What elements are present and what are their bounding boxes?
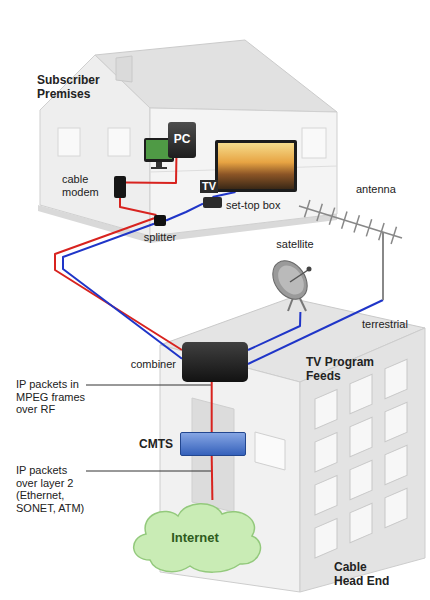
node-label: Cable Head End xyxy=(334,561,396,589)
tv-screen: TV xyxy=(215,140,297,192)
antenna-element xyxy=(354,215,359,232)
antenna-element xyxy=(342,212,347,229)
cable-connector xyxy=(55,218,182,358)
node-label: antenna xyxy=(356,183,396,196)
house-chimney xyxy=(116,56,132,82)
building-window xyxy=(385,402,407,442)
cable-connector xyxy=(248,312,300,350)
building-window xyxy=(315,475,337,515)
house-window xyxy=(58,128,80,156)
cable-line xyxy=(248,312,300,350)
cable-line xyxy=(63,224,182,359)
leader-line xyxy=(86,385,211,386)
dish-inner xyxy=(273,261,309,300)
cable-connector xyxy=(126,158,176,183)
node-label: set-top box xyxy=(226,199,280,212)
dish-arm xyxy=(290,270,308,282)
edge-label: terrestrial xyxy=(362,318,408,331)
house-window xyxy=(108,128,130,156)
node-label: splitter xyxy=(138,231,182,244)
building-window xyxy=(350,460,372,500)
building-window xyxy=(385,445,407,485)
building-window xyxy=(385,488,407,528)
antenna-mast xyxy=(382,232,384,300)
splitter: splitter xyxy=(154,215,166,226)
building-window xyxy=(350,503,372,543)
cable-connector xyxy=(166,204,203,221)
set-top-box: set-top box xyxy=(203,197,222,208)
antenna-element xyxy=(305,200,310,217)
antenna-boom xyxy=(299,206,402,238)
building-window xyxy=(350,374,372,414)
cable-connector xyxy=(213,192,236,197)
building-right-face xyxy=(300,328,425,592)
cable-line xyxy=(248,300,383,364)
node-label: satellite xyxy=(262,238,328,251)
free-label: TV Program Feeds xyxy=(306,356,380,384)
node-label: CMTS xyxy=(119,438,173,452)
building-window xyxy=(315,432,337,472)
cable-line xyxy=(211,456,214,500)
premises-house: Subscriber PremisesPC TV cable modem set-to… xyxy=(25,25,345,255)
cmts: CMTS xyxy=(180,432,246,456)
cable-line xyxy=(211,382,213,432)
antenna-element xyxy=(366,219,371,236)
leader-line xyxy=(86,471,211,472)
cable-connector xyxy=(211,382,212,432)
node-label: combiner xyxy=(110,358,176,371)
combiner: combiner xyxy=(182,342,248,382)
house-long-wall xyxy=(150,108,337,236)
node-label: cable modem xyxy=(62,173,110,198)
building-window xyxy=(315,389,337,429)
cable-modem: cable modem xyxy=(114,176,126,198)
cable-connector xyxy=(211,456,213,500)
node-label: Subscriber Premises xyxy=(37,74,115,102)
cable-line xyxy=(126,158,176,183)
building-window xyxy=(315,518,337,558)
internet-cloud: Internet xyxy=(128,500,262,575)
antenna-element xyxy=(391,227,396,244)
node-label: TV xyxy=(200,180,218,193)
antenna-frame xyxy=(299,200,402,300)
building-window xyxy=(255,432,285,470)
antenna-element xyxy=(317,204,322,221)
cable-line xyxy=(166,204,203,221)
antenna-element xyxy=(329,208,334,225)
building-windows xyxy=(315,359,407,558)
cable-line xyxy=(213,192,236,197)
house-window xyxy=(302,128,326,158)
pc-monitor-stand xyxy=(156,162,162,167)
dish-feed xyxy=(307,267,312,272)
cable-line xyxy=(55,218,182,350)
cable-line xyxy=(120,198,156,215)
building-window xyxy=(350,417,372,457)
edge-label: IP packets over layer 2 (Ethernet, SONET… xyxy=(16,464,86,515)
pc-tower: PC xyxy=(168,122,196,158)
satellite-outline xyxy=(268,258,322,312)
pc-monitor-base xyxy=(151,167,167,169)
edge-label: IP packets in MPEG frames over RF xyxy=(16,378,86,416)
dish xyxy=(266,254,315,306)
building-window xyxy=(385,359,407,399)
node-label: Internet xyxy=(128,531,262,546)
satellite-dish: satellite xyxy=(268,258,322,312)
node-label: PC xyxy=(168,133,196,147)
cable-connector xyxy=(120,198,156,215)
cable-connector xyxy=(248,300,383,364)
